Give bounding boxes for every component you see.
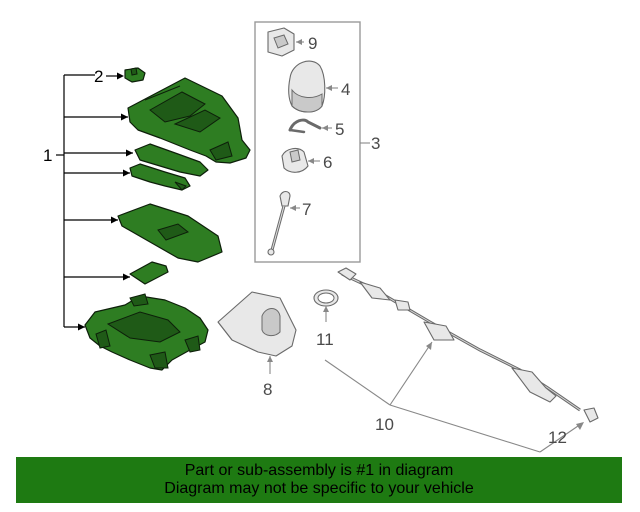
footer-line-2: Diagram may not be specific to your vehi… [164,480,474,497]
footer-line-1: Part or sub-assembly is #1 in diagram [184,462,454,479]
part-6-boot [281,147,309,173]
callout-3-box [254,21,361,263]
part-9-button [267,27,295,57]
part-1-top-cover [127,77,251,164]
callout-1-bracket [56,74,133,331]
callout-12: 12 [548,428,567,447]
callout-11: 11 [316,330,334,349]
callout-3: 3 [371,134,380,153]
part-8-housing [217,291,297,357]
callout-7: 7 [302,200,311,219]
part-11-ring [313,289,339,307]
part-5-clip [288,118,322,134]
callout-9: 9 [308,34,317,53]
callout-2: 2 [94,67,103,86]
part-4-shift-knob [288,60,326,113]
part-2-clip [124,67,146,83]
part-1-base-housing [84,293,209,371]
callout-4: 4 [341,80,350,99]
part-1-bezel-strip [134,143,209,177]
callout-6: 6 [323,153,332,172]
callout-1: 1 [43,146,52,165]
part-1-retainer-strip [129,163,191,191]
part-10-shift-cable [337,267,599,423]
part-1-panel-plate [117,203,223,263]
callout-10: 10 [375,415,394,434]
callout-8: 8 [263,380,272,399]
part-7-shaft [267,190,291,256]
callout-5: 5 [335,120,344,139]
footer-banner: Part or sub-assembly is #1 in diagram Di… [16,457,622,503]
part-1-small-plate [129,261,169,285]
